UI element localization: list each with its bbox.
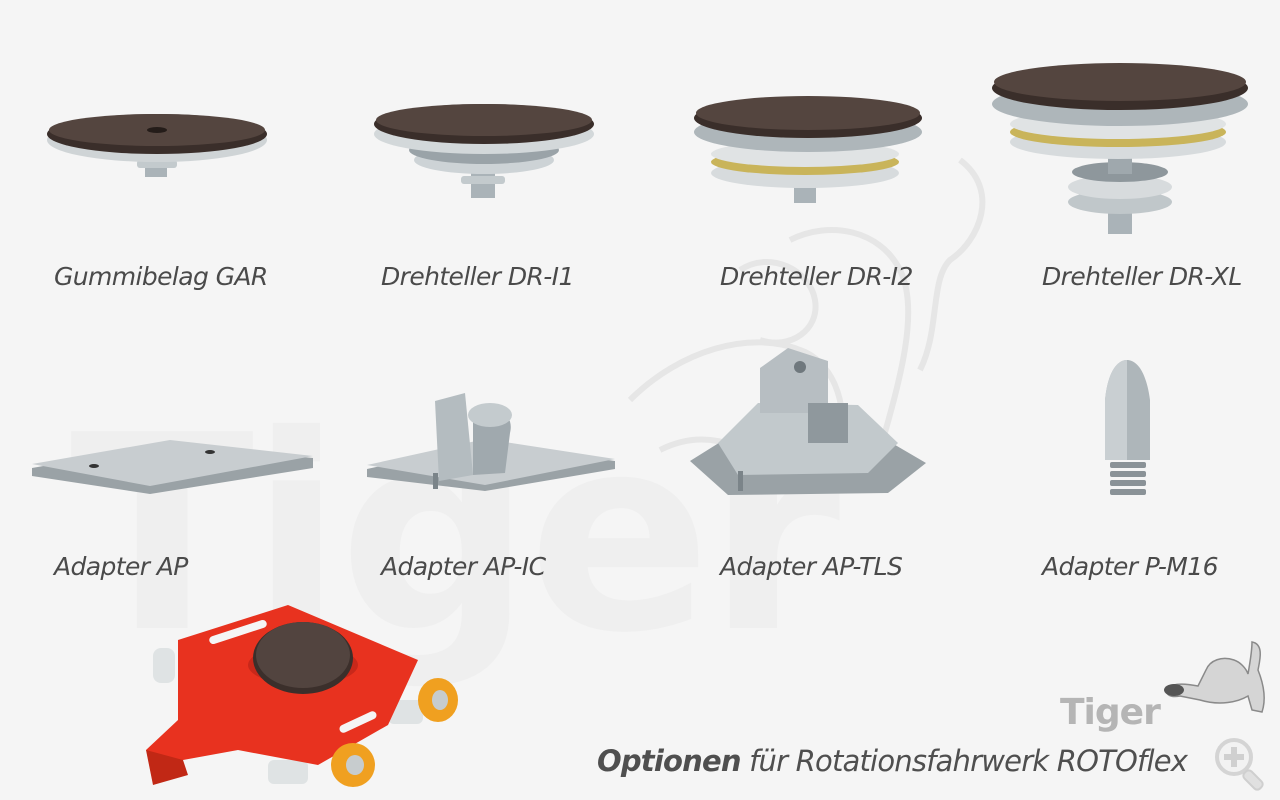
product-label-drehteller-dr-xl: Drehteller DR-XL	[1042, 262, 1242, 291]
product-label-drehteller-dr-i2: Drehteller DR-I2	[720, 262, 913, 291]
tiger-logo-icon	[1164, 641, 1265, 713]
watermark-tiger-icon	[627, 157, 986, 473]
page-caption: Optionen für Rotationsfahrwerk ROTOflex	[597, 744, 1188, 778]
product-label-adapter-ap: Adapter AP	[54, 552, 188, 581]
caption-rest: für Rotationsfahrwerk ROTOflex	[740, 744, 1188, 778]
product-label-gummibelag-gar: Gummibelag GAR	[54, 262, 268, 291]
product-image-adapter-p-m16[interactable]	[1090, 360, 1165, 505]
product-image-drehteller-dr-i2[interactable]	[692, 88, 924, 208]
caption-bold: Optionen	[597, 744, 742, 778]
product-image-adapter-ap-ic[interactable]	[365, 393, 617, 493]
product-image-adapter-ap-tls[interactable]	[688, 343, 928, 498]
product-label-adapter-p-m16: Adapter P-M16	[1042, 552, 1218, 581]
product-image-gummibelag-gar[interactable]	[45, 112, 270, 187]
tiger-logo-text: Tiger	[1060, 692, 1161, 733]
product-label-adapter-ap-tls: Adapter AP-TLS	[720, 552, 903, 581]
zoom-in-button[interactable]	[1212, 737, 1272, 793]
product-image-drehteller-dr-xl[interactable]	[990, 52, 1252, 238]
zoom-in-icon	[1215, 738, 1264, 791]
product-image-adapter-ap[interactable]	[30, 436, 315, 498]
product-label-drehteller-dr-i1: Drehteller DR-I1	[381, 262, 574, 291]
product-label-adapter-ap-ic: Adapter AP-IC	[381, 552, 546, 581]
product-image-drehteller-dr-i1[interactable]	[373, 98, 595, 203]
product-image-rotoflex[interactable]	[138, 600, 468, 790]
